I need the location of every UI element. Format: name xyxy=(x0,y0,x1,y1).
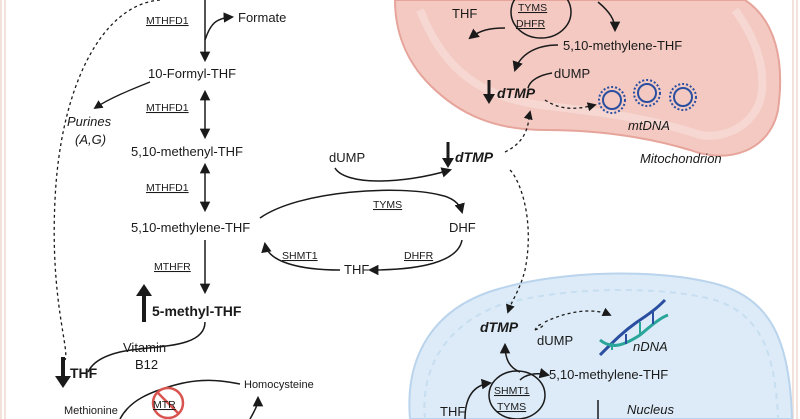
purines-bases-label: (A,G) xyxy=(75,132,106,147)
mthfd1-label-c: MTHFD1 xyxy=(146,182,189,194)
thf-low-label: THF xyxy=(70,365,98,381)
methionine-return-arrow xyxy=(249,395,264,419)
right-border xyxy=(792,0,800,419)
arrow-to-purines xyxy=(93,81,151,110)
cyto-dhf-label: DHF xyxy=(449,220,476,235)
mito-dtmp-to-mtdna xyxy=(544,99,597,112)
nucleus-label: Nucleus xyxy=(627,402,674,417)
mito-dtmp-label: dTMP xyxy=(497,85,536,101)
dashed-to-nucleus xyxy=(505,169,529,314)
nuc-thf-label: THF xyxy=(440,404,465,419)
nuc-dump-label: dUMP xyxy=(537,333,573,348)
mito-dtmp-down-icon xyxy=(483,94,495,104)
mitochondrion-label: Mitochondrion xyxy=(640,151,722,166)
methylene-thf-label: 5,10-methylene-THF xyxy=(131,220,250,235)
dashed-to-mito xyxy=(504,110,533,153)
mtdna-icon xyxy=(598,79,697,114)
mtr-inhibition-icon xyxy=(151,386,185,419)
nucleus-inner-membrane xyxy=(423,289,779,419)
mito-tyms-label: TYMS xyxy=(518,2,547,14)
nucleus xyxy=(408,272,794,419)
methyl-to-thf-curve xyxy=(87,321,206,373)
nuc-methylene-label: 5,10-methylene-THF xyxy=(549,367,668,382)
mitochondrion xyxy=(393,0,782,157)
mito-arrow-thf xyxy=(468,27,506,40)
formyl-thf-label: 10-Formyl-THF xyxy=(148,66,236,81)
mthfd1-label-b: MTHFD1 xyxy=(146,102,189,114)
nucleus-envelope xyxy=(408,272,794,419)
purines-label: Purines xyxy=(67,114,112,129)
cyto-shmt1-label: SHMT1 xyxy=(282,250,318,262)
nuc-cycle-ring xyxy=(488,370,546,419)
ndna-label: nDNA xyxy=(633,339,668,354)
cyto-dhf-to-thf xyxy=(367,239,463,276)
mthfd1-label-a: MTHFD1 xyxy=(146,15,189,27)
ndna-helix-icon xyxy=(598,298,669,357)
mtr-label: MTR xyxy=(153,399,176,411)
cyto-dump-to-dtmp xyxy=(334,167,453,182)
cyto-dtmp-down-icon xyxy=(442,158,454,168)
nuc-shmt1-label: SHMT1 xyxy=(494,385,530,397)
cyto-tyms-label: TYMS xyxy=(373,199,402,211)
methyl-thf-label: 5-methyl-THF xyxy=(152,303,242,319)
up-arrow-icon xyxy=(136,284,152,296)
mito-thf-label: THF xyxy=(452,6,477,21)
down-arrow-icon xyxy=(55,376,71,388)
cyto-methylene-to-dhf xyxy=(259,189,465,219)
mitochondrion-crista xyxy=(416,7,767,140)
mtdna-label: mtDNA xyxy=(628,118,670,133)
mito-dump-curve xyxy=(527,72,553,89)
methenyl-thf-label: 5,10-methenyl-THF xyxy=(131,144,243,159)
vitamin-label: Vitamin xyxy=(123,340,166,355)
homocysteine-label: Homocysteine xyxy=(244,379,314,391)
nuc-methylene-arrow xyxy=(519,367,551,381)
nuc-dtmp-label: dTMP xyxy=(480,319,519,335)
formate-label: Formate xyxy=(238,10,286,25)
b12-label: B12 xyxy=(135,357,158,372)
nuc-thf-arrow xyxy=(464,378,493,419)
methionine-label: Methionine xyxy=(64,405,118,417)
nuc-tyms-label: TYMS xyxy=(497,401,526,413)
left-border xyxy=(0,0,6,419)
homocysteine-curve xyxy=(119,379,241,419)
mito-dump-label: dUMP xyxy=(554,66,590,81)
mito-cycle-ring xyxy=(510,0,572,39)
cyto-dump-label: dUMP xyxy=(329,150,365,165)
cyto-thf-to-methylene xyxy=(261,241,341,271)
mito-methylene-label: 5,10-methylene-THF xyxy=(563,38,682,53)
mito-dhfr-label: DHFR xyxy=(516,18,546,30)
arrow-to-formate xyxy=(204,12,235,41)
mthfr-label: MTHFR xyxy=(154,261,191,273)
cyto-dtmp-label: dTMP xyxy=(455,149,494,165)
dashed-loop-left xyxy=(53,0,161,361)
mito-methylene-to-dtmp xyxy=(512,44,559,72)
mitochondrion-membrane xyxy=(393,0,782,157)
mito-arrow-right xyxy=(597,1,621,33)
cyto-thf-label: THF xyxy=(344,262,369,277)
cyto-dhfr-label: DHFR xyxy=(404,250,434,262)
nuc-dtmp-to-ndna xyxy=(544,307,612,323)
